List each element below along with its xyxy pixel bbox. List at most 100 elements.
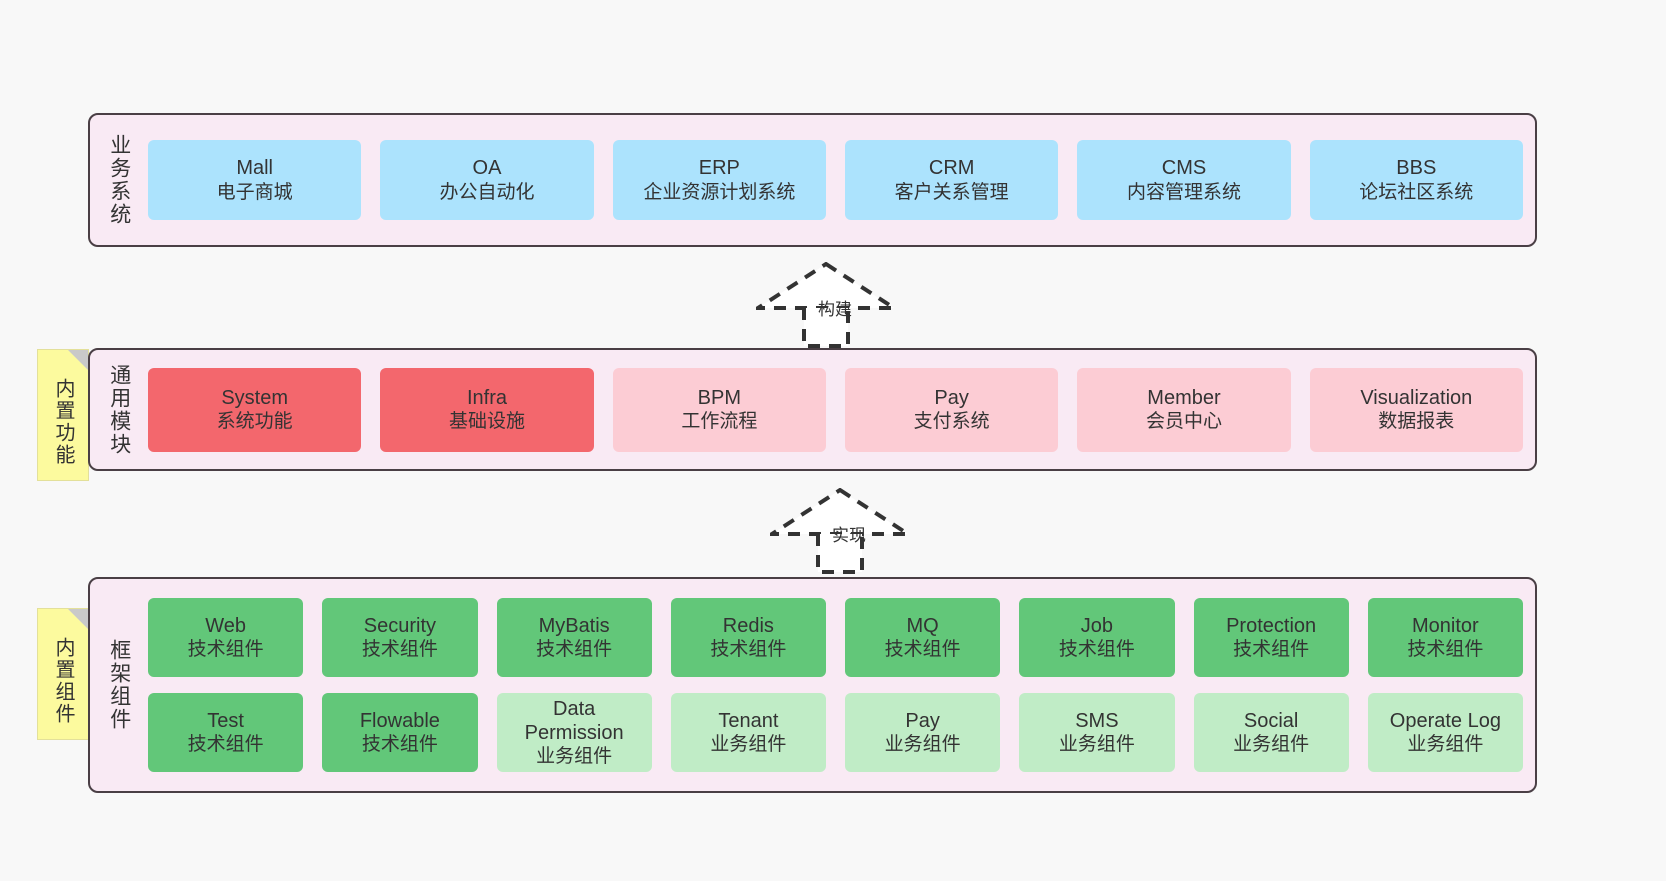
- card-title-en: Monitor: [1412, 614, 1479, 637]
- card-system[interactable]: System 系统功能: [148, 367, 362, 452]
- card-pay-module[interactable]: Pay 支付系统: [844, 367, 1059, 452]
- card-title-cn: 内容管理系统: [1126, 181, 1241, 203]
- card-monitor[interactable]: Monitor 技术组件: [1367, 598, 1523, 677]
- card-flowable[interactable]: Flowable 技术组件: [322, 693, 478, 772]
- card-title-en: BPM: [697, 386, 741, 409]
- card-title-en: SMS: [1075, 709, 1119, 732]
- card-title-cn: 数据报表: [1378, 411, 1455, 433]
- card-mall[interactable]: Mall 电子商城: [148, 140, 362, 220]
- card-tenant[interactable]: Tenant 业务组件: [670, 693, 826, 772]
- card-bbs[interactable]: BBS 论坛社区系统: [1309, 140, 1523, 220]
- card-title-en: ERP: [698, 157, 740, 180]
- card-title-en: OA: [472, 157, 502, 180]
- card-title-en: Social: [1243, 709, 1299, 732]
- card-title-cn: 业务组件: [1058, 734, 1135, 756]
- card-title-en: Web: [205, 614, 246, 637]
- layer-business-systems: 业务系统 Mall 电子商城 OA 办公自动化 ERP 企业资源计划系统 CRM…: [88, 113, 1537, 247]
- card-title-en: Security: [363, 614, 436, 637]
- layer-body-common-modules: System 系统功能 Infra 基础设施 BPM 工作流程 Pay 支付系统…: [148, 350, 1523, 469]
- note-label: 内置功能: [52, 378, 74, 466]
- card-title-en: Pay: [934, 386, 969, 409]
- card-row: Test 技术组件 Flowable 技术组件 Data Permission …: [148, 693, 1523, 772]
- card-row: Web 技术组件 Security 技术组件 MyBatis 技术组件 Redi…: [148, 598, 1523, 677]
- connector-build-arrow: [751, 261, 906, 348]
- card-title-en: CMS: [1161, 157, 1207, 180]
- layer-body-framework-components: Web 技术组件 Security 技术组件 MyBatis 技术组件 Redi…: [148, 579, 1523, 791]
- generalization-arrow-icon: [765, 487, 915, 574]
- card-title-en: Mall: [236, 157, 273, 180]
- layer-title-common-modules: 通用模块: [107, 363, 131, 456]
- card-title-cn: 技术组件: [1233, 639, 1310, 661]
- note-builtin-functions: 内置功能: [37, 349, 89, 481]
- card-oa[interactable]: OA 办公自动化: [380, 140, 594, 220]
- note-fold-corner-icon: [68, 350, 88, 370]
- card-title-cn: 技术组件: [1407, 639, 1484, 661]
- card-title-cn: 业务组件: [1233, 734, 1310, 756]
- card-title-en: Pay: [905, 709, 940, 732]
- card-row: System 系统功能 Infra 基础设施 BPM 工作流程 Pay 支付系统…: [148, 367, 1523, 452]
- layer-common-modules: 通用模块 System 系统功能 Infra 基础设施 BPM 工作流程 Pay…: [88, 348, 1537, 471]
- card-test[interactable]: Test 技术组件: [148, 693, 304, 772]
- note-builtin-components: 内置组件: [37, 608, 89, 740]
- card-title-cn: 基础设施: [448, 411, 525, 433]
- card-protection[interactable]: Protection 技术组件: [1193, 598, 1349, 677]
- generalization-arrow-icon: [751, 261, 901, 348]
- card-social[interactable]: Social 业务组件: [1193, 693, 1349, 772]
- card-title-cn: 技术组件: [1058, 639, 1135, 661]
- card-title-cn: 办公自动化: [439, 181, 535, 203]
- card-operate-log[interactable]: Operate Log 业务组件: [1367, 693, 1523, 772]
- card-title-en: Operate Log: [1389, 709, 1501, 732]
- card-title-en: MQ: [906, 614, 939, 637]
- card-title-en: Visualization: [1360, 386, 1473, 409]
- layer-framework-components: 框架组件 Web 技术组件 Security 技术组件 MyBatis 技术组件…: [88, 577, 1537, 793]
- card-sms[interactable]: SMS 业务组件: [1019, 693, 1175, 772]
- card-title-cn: 电子商城: [216, 181, 293, 203]
- card-title-en: Member: [1147, 386, 1221, 409]
- card-title-cn: 业务组件: [536, 746, 613, 768]
- card-member[interactable]: Member 会员中心: [1077, 367, 1291, 452]
- connector-implement-arrow: [765, 487, 920, 574]
- card-title-cn: 企业资源计划系统: [643, 181, 796, 203]
- card-title-en: BBS: [1396, 157, 1437, 180]
- card-row: Mall 电子商城 OA 办公自动化 ERP 企业资源计划系统 CRM 客户关系…: [148, 140, 1523, 220]
- card-title-cn: 技术组件: [361, 639, 438, 661]
- card-job[interactable]: Job 技术组件: [1019, 598, 1175, 677]
- connector-implement-label: 实现: [832, 526, 866, 545]
- note-label: 内置组件: [52, 637, 74, 725]
- card-title-cn: 技术组件: [884, 639, 961, 661]
- card-data-permission[interactable]: Data Permission 业务组件: [496, 693, 652, 772]
- card-title-cn: 技术组件: [710, 639, 787, 661]
- card-mybatis[interactable]: MyBatis 技术组件: [496, 598, 652, 677]
- card-visualization[interactable]: Visualization 数据报表: [1309, 367, 1523, 452]
- card-title-cn: 工作流程: [681, 411, 758, 433]
- card-title-en: Flowable: [359, 709, 440, 732]
- layer-title-framework-components: 框架组件: [107, 639, 131, 731]
- card-title-en: MyBatis: [538, 614, 610, 637]
- card-title-cn: 业务组件: [884, 734, 961, 756]
- card-title-en: Tenant: [718, 709, 779, 732]
- card-title-en: Protection: [1226, 614, 1317, 637]
- card-title-cn: 论坛社区系统: [1359, 181, 1474, 203]
- card-title-cn: 技术组件: [361, 734, 438, 756]
- card-title-cn: 系统功能: [216, 411, 293, 433]
- card-title-cn: 支付系统: [913, 411, 990, 433]
- connector-build-label: 构建: [818, 300, 852, 319]
- card-bpm[interactable]: BPM 工作流程: [612, 367, 826, 452]
- card-erp[interactable]: ERP 企业资源计划系统: [612, 140, 826, 220]
- card-infra[interactable]: Infra 基础设施: [380, 367, 594, 452]
- card-title-cn: 客户关系管理: [894, 181, 1009, 203]
- card-web[interactable]: Web 技术组件: [148, 598, 304, 677]
- card-security[interactable]: Security 技术组件: [322, 598, 478, 677]
- card-title-cn: 业务组件: [1407, 734, 1484, 756]
- card-mq[interactable]: MQ 技术组件: [845, 598, 1001, 677]
- card-cms[interactable]: CMS 内容管理系统: [1077, 140, 1291, 220]
- card-title-cn: 会员中心: [1145, 411, 1222, 433]
- card-crm[interactable]: CRM 客户关系管理: [844, 140, 1059, 220]
- card-pay-component[interactable]: Pay 业务组件: [845, 693, 1001, 772]
- card-redis[interactable]: Redis 技术组件: [670, 598, 826, 677]
- card-title-en: Test: [207, 709, 244, 732]
- card-title-cn: 业务组件: [710, 734, 787, 756]
- card-title-en: Data Permission: [524, 697, 624, 744]
- card-title-en: Infra: [466, 386, 507, 409]
